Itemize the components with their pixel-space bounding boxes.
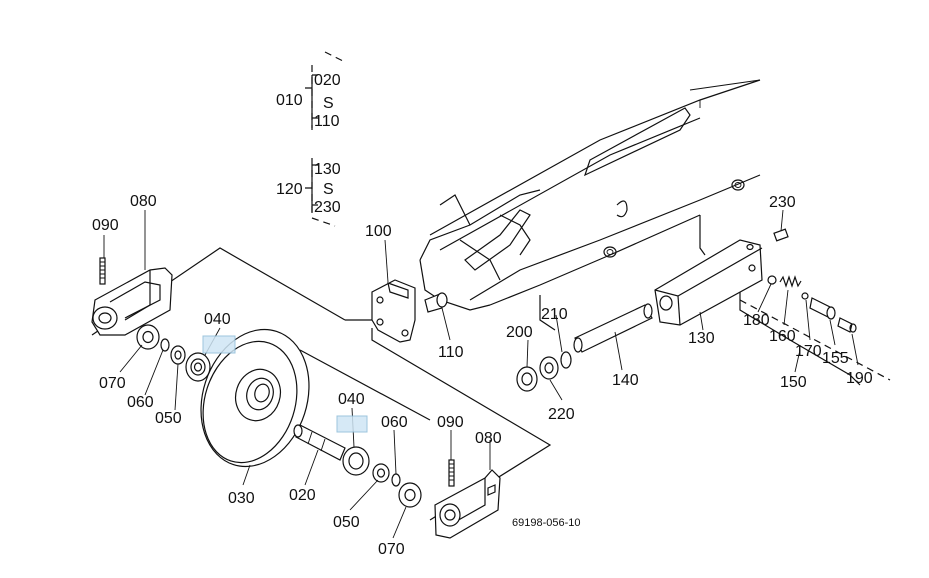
ring-050-left [170, 345, 186, 365]
seal-070-right [398, 482, 422, 508]
seal-200 [516, 366, 538, 392]
label-210: 210 [541, 306, 568, 323]
group-bracket-120 [305, 164, 318, 212]
label-080-left: 080 [130, 193, 157, 210]
label-040-right: 040 [338, 391, 365, 408]
ring-210 [560, 351, 572, 369]
label-020-group: 020 [314, 72, 341, 89]
label-180: 180 [743, 312, 770, 329]
label-100: 100 [365, 223, 392, 240]
group-bracket-010 [305, 74, 318, 128]
valve-155 [809, 297, 836, 320]
label-050-left: 050 [155, 410, 182, 427]
bracket-080-left [91, 267, 173, 336]
pin-090-right [448, 459, 455, 487]
label-tilde-1: S [323, 95, 334, 112]
label-070-right: 070 [378, 541, 405, 558]
idler-wheel-030 [200, 328, 310, 468]
label-110: 110 [438, 344, 464, 361]
leader-lines [103, 209, 859, 539]
oring-060-left [160, 338, 170, 352]
bracket-080-right [434, 469, 501, 539]
label-tilde-2: S [323, 181, 334, 198]
highlight-040-left [202, 335, 236, 354]
assembly-outline-right [739, 292, 891, 386]
cylinder-130 [654, 239, 763, 326]
label-220: 220 [548, 406, 575, 423]
label-090-left: 090 [92, 217, 119, 234]
label-030: 030 [228, 490, 255, 507]
label-155: 155 [822, 350, 849, 367]
label-120: 120 [276, 181, 303, 198]
track-frame [311, 51, 761, 331]
spring-160 [779, 275, 802, 288]
label-040-left: 040 [204, 311, 231, 328]
seal-070-left [136, 324, 160, 350]
label-140: 140 [612, 372, 639, 389]
highlight-040-right [336, 415, 368, 433]
label-230-group: 230 [314, 199, 341, 216]
label-150: 150 [780, 374, 807, 391]
label-060-left: 060 [127, 394, 154, 411]
rod-140 [573, 303, 653, 353]
pin-090-left [99, 257, 106, 285]
label-160: 160 [769, 328, 796, 345]
label-050-right: 050 [333, 514, 360, 531]
label-020: 020 [289, 487, 316, 504]
ball-180 [767, 275, 777, 285]
label-130-group: 130 [314, 161, 341, 178]
bearing-040-right [342, 446, 370, 476]
label-190: 190 [846, 370, 873, 387]
nipple-190 [837, 317, 857, 333]
label-090-right: 090 [437, 414, 464, 431]
packing-220 [539, 356, 559, 380]
part-labels: 010 020 S 110 120 130 S 230 080 090 040 … [92, 72, 873, 558]
bearing-040-left [185, 352, 211, 382]
label-110-group: 110 [314, 113, 340, 130]
label-170: 170 [795, 343, 822, 360]
label-200: 200 [506, 324, 533, 341]
ring-050-right [372, 463, 390, 483]
label-070-left: 070 [99, 375, 126, 392]
label-130: 130 [688, 330, 715, 347]
plate-100 [371, 279, 416, 343]
oring-060-right [391, 473, 401, 487]
bolt-110 [424, 292, 448, 313]
shaft-020 [293, 424, 346, 461]
plug-230 [773, 228, 789, 242]
label-060-right: 060 [381, 414, 408, 431]
label-080-right: 080 [475, 430, 502, 447]
drawing-code: 69198-056-10 [512, 517, 581, 529]
label-010: 010 [276, 92, 303, 109]
ball-170 [801, 292, 809, 300]
label-230: 230 [769, 194, 796, 211]
